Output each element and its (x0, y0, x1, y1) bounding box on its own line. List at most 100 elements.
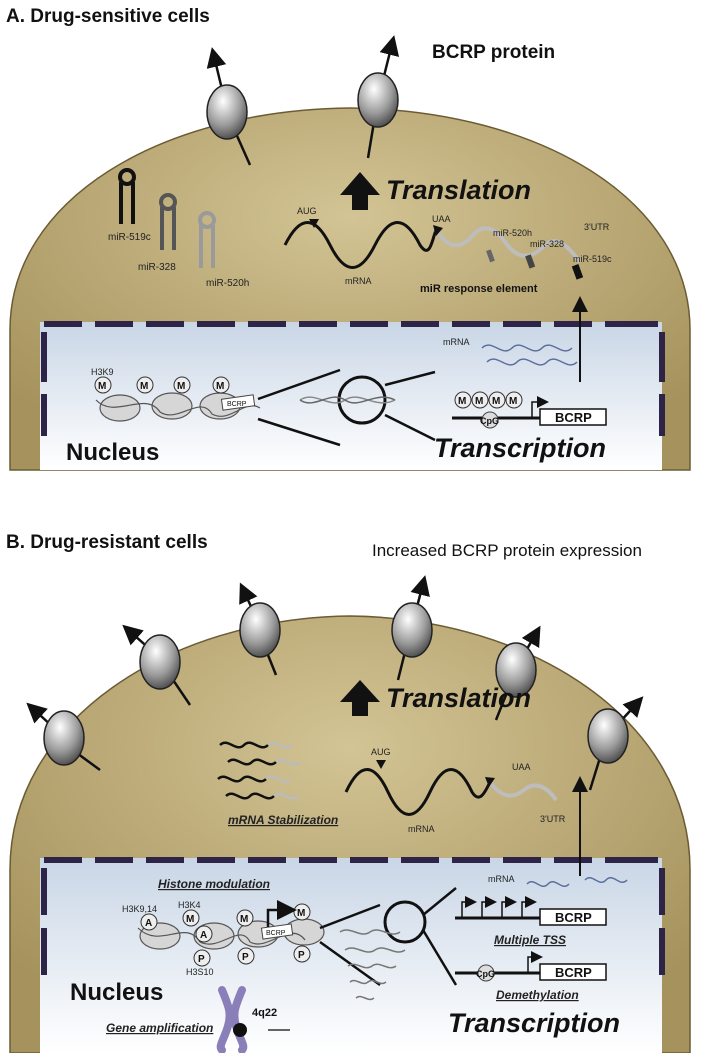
uaa-marker-icon (485, 777, 495, 787)
methyl-label: M (98, 381, 106, 392)
bcrp-transporter (26, 702, 101, 772)
methyl-label: M (216, 381, 224, 392)
bcrp-transporter (494, 625, 541, 721)
utr-strand (434, 226, 582, 264)
nucleus-label: Nucleus (70, 979, 163, 1006)
methyl-mark: M M M M (94, 376, 230, 394)
chromosome-label: 4q22 (252, 1007, 277, 1019)
gene-box-label: BCRP (555, 910, 592, 925)
aug-marker-icon (309, 219, 319, 228)
mirna-hairpin-icon (118, 168, 136, 224)
transcription-label: Transcription (448, 1008, 620, 1038)
nuclear-mrna-strand (584, 877, 628, 883)
aug-marker-icon (376, 760, 386, 769)
phospho-label: P (198, 954, 205, 965)
utr-mirna-label: miR-328 (530, 239, 564, 249)
acetyl-label: A (145, 918, 152, 929)
nucleus-b (40, 858, 662, 1053)
nuclear-mrna-strand (486, 358, 578, 366)
utr-label: 3'UTR (584, 222, 610, 232)
gene-box-label: BCRP (555, 965, 592, 980)
bcrp-transporter (357, 35, 400, 159)
nuclear-mrna-strand (526, 881, 570, 887)
histone-modulation-label: Histone modulation (158, 877, 270, 891)
mirna-label: miR-328 (138, 262, 176, 273)
nuclear-membrane-b (41, 857, 665, 975)
panel-a-protein-label: BCRP protein (432, 42, 555, 63)
panel-b-heading: B. Drug-resistant cells (6, 532, 208, 553)
methyl-label: M (140, 381, 148, 392)
uaa-marker-icon (433, 225, 443, 236)
bcrp-transporter (587, 696, 644, 791)
bcrp-small-label: BCRP (266, 930, 286, 937)
translation-label: Translation (386, 175, 531, 205)
utr-label: 3'UTR (540, 814, 566, 824)
uaa-label: UAA (512, 762, 531, 772)
bcrp-locus-box (260, 923, 294, 940)
nuclear-mrna-label: mRNA (488, 874, 515, 884)
cpg-label: CpG (476, 969, 495, 979)
histone-marks: A M A M P P P M (140, 903, 311, 967)
methyl-label: M (458, 396, 466, 407)
phospho-label: P (298, 950, 305, 961)
mirna-label: miR-520h (206, 278, 249, 289)
dna-helix (299, 396, 396, 404)
transcription-label: Transcription (434, 433, 606, 463)
methyl-label: M (492, 396, 500, 407)
histone-mark-label: H3K4 (178, 900, 201, 910)
promoter: BCRP CpG M M M M (452, 391, 607, 429)
chromosome-icon (216, 986, 248, 1053)
methyl-label: M (186, 914, 194, 925)
bcrp-locus-box (220, 394, 256, 411)
phospho-label: P (242, 952, 249, 963)
multiple-tss-label: Multiple TSS (494, 933, 566, 947)
nuclear-membrane-a (41, 321, 665, 436)
mirna-label: miR-519c (108, 232, 151, 243)
demethylation-label: Demethylation (496, 988, 579, 1002)
binding-site (571, 264, 584, 280)
methyl-label: M (509, 396, 517, 407)
mrna-stabilization-label: mRNA Stabilization (228, 813, 338, 827)
methyl-label: M (177, 381, 185, 392)
gene-box-label: BCRP (555, 410, 592, 425)
methyl-label: M (475, 396, 483, 407)
demethylated-promoter: CpG BCRP (455, 951, 607, 982)
bcrp-transporter (122, 624, 192, 706)
tss-arrow-icon (266, 900, 297, 934)
translation-arrow-icon (340, 172, 380, 210)
multiple-tss-gene: BCRP (455, 896, 607, 926)
aug-label: AUG (371, 747, 391, 757)
stabilized-mrna-group (217, 741, 301, 800)
bcrp-transporter (206, 47, 252, 166)
panel-a: A. Drug-sensitive cells BCRP protein Tra… (6, 6, 691, 471)
histone-mark-label: H3S10 (186, 967, 214, 977)
mrna-label: mRNA (345, 276, 372, 286)
acetyl-label: A (200, 930, 207, 941)
methyl-label: M (297, 908, 305, 919)
gene-amplification-label: Gene amplification (106, 1021, 213, 1035)
nucleus-a (40, 322, 662, 470)
nuclear-mrna-label: mRNA (443, 337, 470, 347)
aug-label: AUG (297, 206, 317, 216)
mirna-hairpin-icon (159, 193, 177, 250)
bcrp-small-label: BCRP (227, 401, 247, 408)
bcrp-transporter (239, 582, 281, 676)
methyl-label: M (240, 914, 248, 925)
histone-mark-label: H3K9 (91, 367, 114, 377)
zoom-lines (257, 368, 436, 447)
mrna-strand (344, 768, 492, 816)
nucleosome (95, 392, 261, 422)
mirna-hairpin-icon (198, 211, 216, 268)
nucleus-label: Nucleus (66, 439, 159, 466)
binding-site (486, 249, 495, 263)
bcrp-transporter (391, 575, 433, 681)
translation-label: Translation (386, 683, 531, 713)
mrna-label: mRNA (408, 824, 435, 834)
panel-b: B. Drug-resistant cells Increased BCRP p… (6, 532, 691, 1053)
amplified-dna (339, 929, 406, 1001)
nuclear-mrna-strand (481, 344, 573, 352)
utr-mirna-label: miR-519c (573, 254, 612, 264)
utr-mirna-label: miR-520h (493, 228, 532, 238)
cpg-label: CpG (480, 416, 499, 426)
panel-a-heading: A. Drug-sensitive cells (6, 6, 210, 27)
